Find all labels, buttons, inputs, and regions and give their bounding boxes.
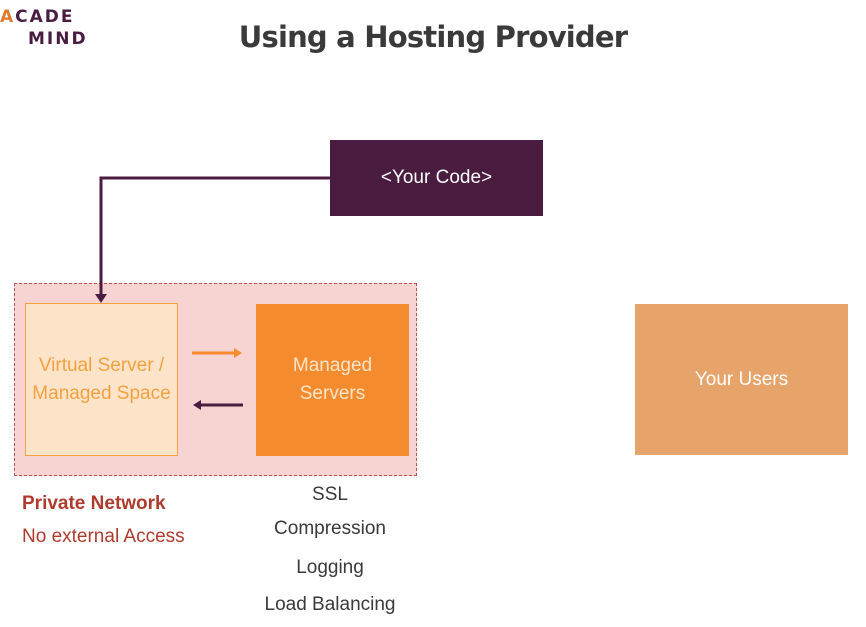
slide-title: Using a Hosting Provider [238, 20, 628, 54]
virtual-server-line-1: Virtual Server / [38, 354, 165, 376]
managed-servers-box: Managed Servers [256, 304, 409, 456]
code-to-server-connector [99, 176, 330, 298]
feature-compression: Compression [274, 518, 386, 539]
virtual-server-line-2: Managed Space [32, 382, 171, 404]
virtual-server-box: Virtual Server / Managed Space [25, 303, 178, 456]
your-users-label: Your Users [694, 368, 789, 390]
logo-line-2: MIND [28, 29, 88, 49]
logo-accent-letter: A [0, 7, 16, 27]
academind-logo: ACADE MIND [0, 6, 90, 52]
feature-ssl: SSL [312, 484, 348, 505]
logo-line-1: ACADE [0, 6, 75, 28]
managed-servers-line-1: Managed [292, 355, 373, 376]
private-network-subtitle: No external Access [22, 526, 185, 547]
your-code-box: <Your Code> [330, 140, 543, 216]
logo-line-1-text: CADE [15, 7, 75, 27]
your-code-label: <Your Code> [380, 167, 493, 188]
feature-logging: Logging [296, 557, 364, 578]
managed-servers-line-2: Servers [299, 383, 366, 404]
feature-load-balancing: Load Balancing [264, 594, 396, 615]
private-network-title: Private Network [22, 493, 166, 514]
your-users-box: Your Users [635, 304, 848, 455]
